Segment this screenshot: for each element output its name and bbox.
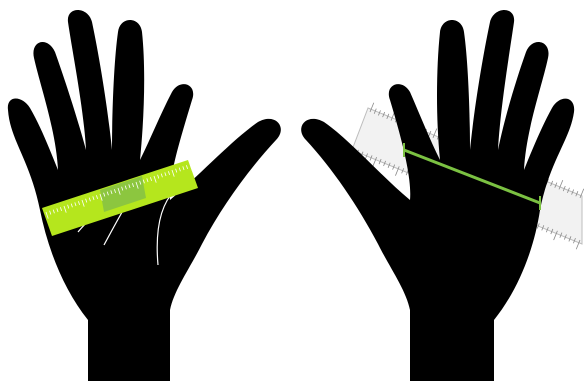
- right-hand: [301, 10, 584, 381]
- right-hand-palm-icon: [301, 10, 574, 381]
- left-hand: [8, 10, 281, 381]
